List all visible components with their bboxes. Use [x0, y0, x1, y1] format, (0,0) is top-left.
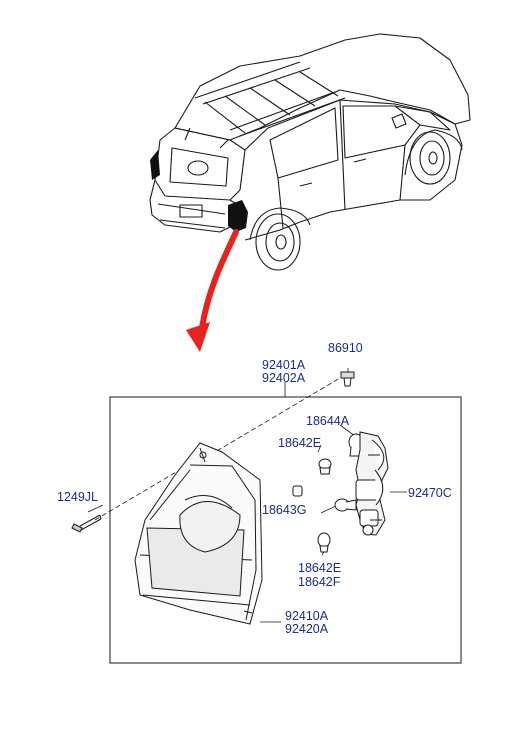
label-bulb-middle: 18643G: [262, 503, 306, 517]
label-lamp-lens-1: 92410A: [285, 609, 329, 623]
label-bulb-bottom-2: 18642F: [298, 575, 341, 589]
label-housing-upper-2: 92402A: [262, 371, 306, 385]
assembly-frame: [109, 396, 462, 664]
label-screw-top: 86910: [328, 341, 363, 355]
label-bulb-bottom-1: 18642E: [298, 561, 341, 575]
label-screw-left: 1249JL: [57, 490, 98, 504]
part-labels: 92401A 92402A 86910 18644A 18642E 92470C…: [57, 341, 452, 636]
vehicle-left-tail-lamp: [150, 150, 160, 180]
socket-assembly-icon: [292, 431, 389, 553]
tail-lamp-housing: [134, 442, 263, 625]
label-socket-assembly: 92470C: [408, 486, 452, 500]
screw-left-icon: [71, 514, 102, 533]
screw-top-icon: [340, 371, 355, 387]
label-bulb-top: 18644A: [306, 414, 350, 428]
vehicle-illustration: [149, 33, 471, 271]
vehicle-right-tail-lamp: [228, 200, 248, 232]
label-housing-upper-1: 92401A: [262, 358, 306, 372]
pointer-arrow: [186, 229, 239, 352]
label-bulb-small-top: 18642E: [278, 436, 321, 450]
label-lamp-lens-2: 92420A: [285, 622, 329, 636]
